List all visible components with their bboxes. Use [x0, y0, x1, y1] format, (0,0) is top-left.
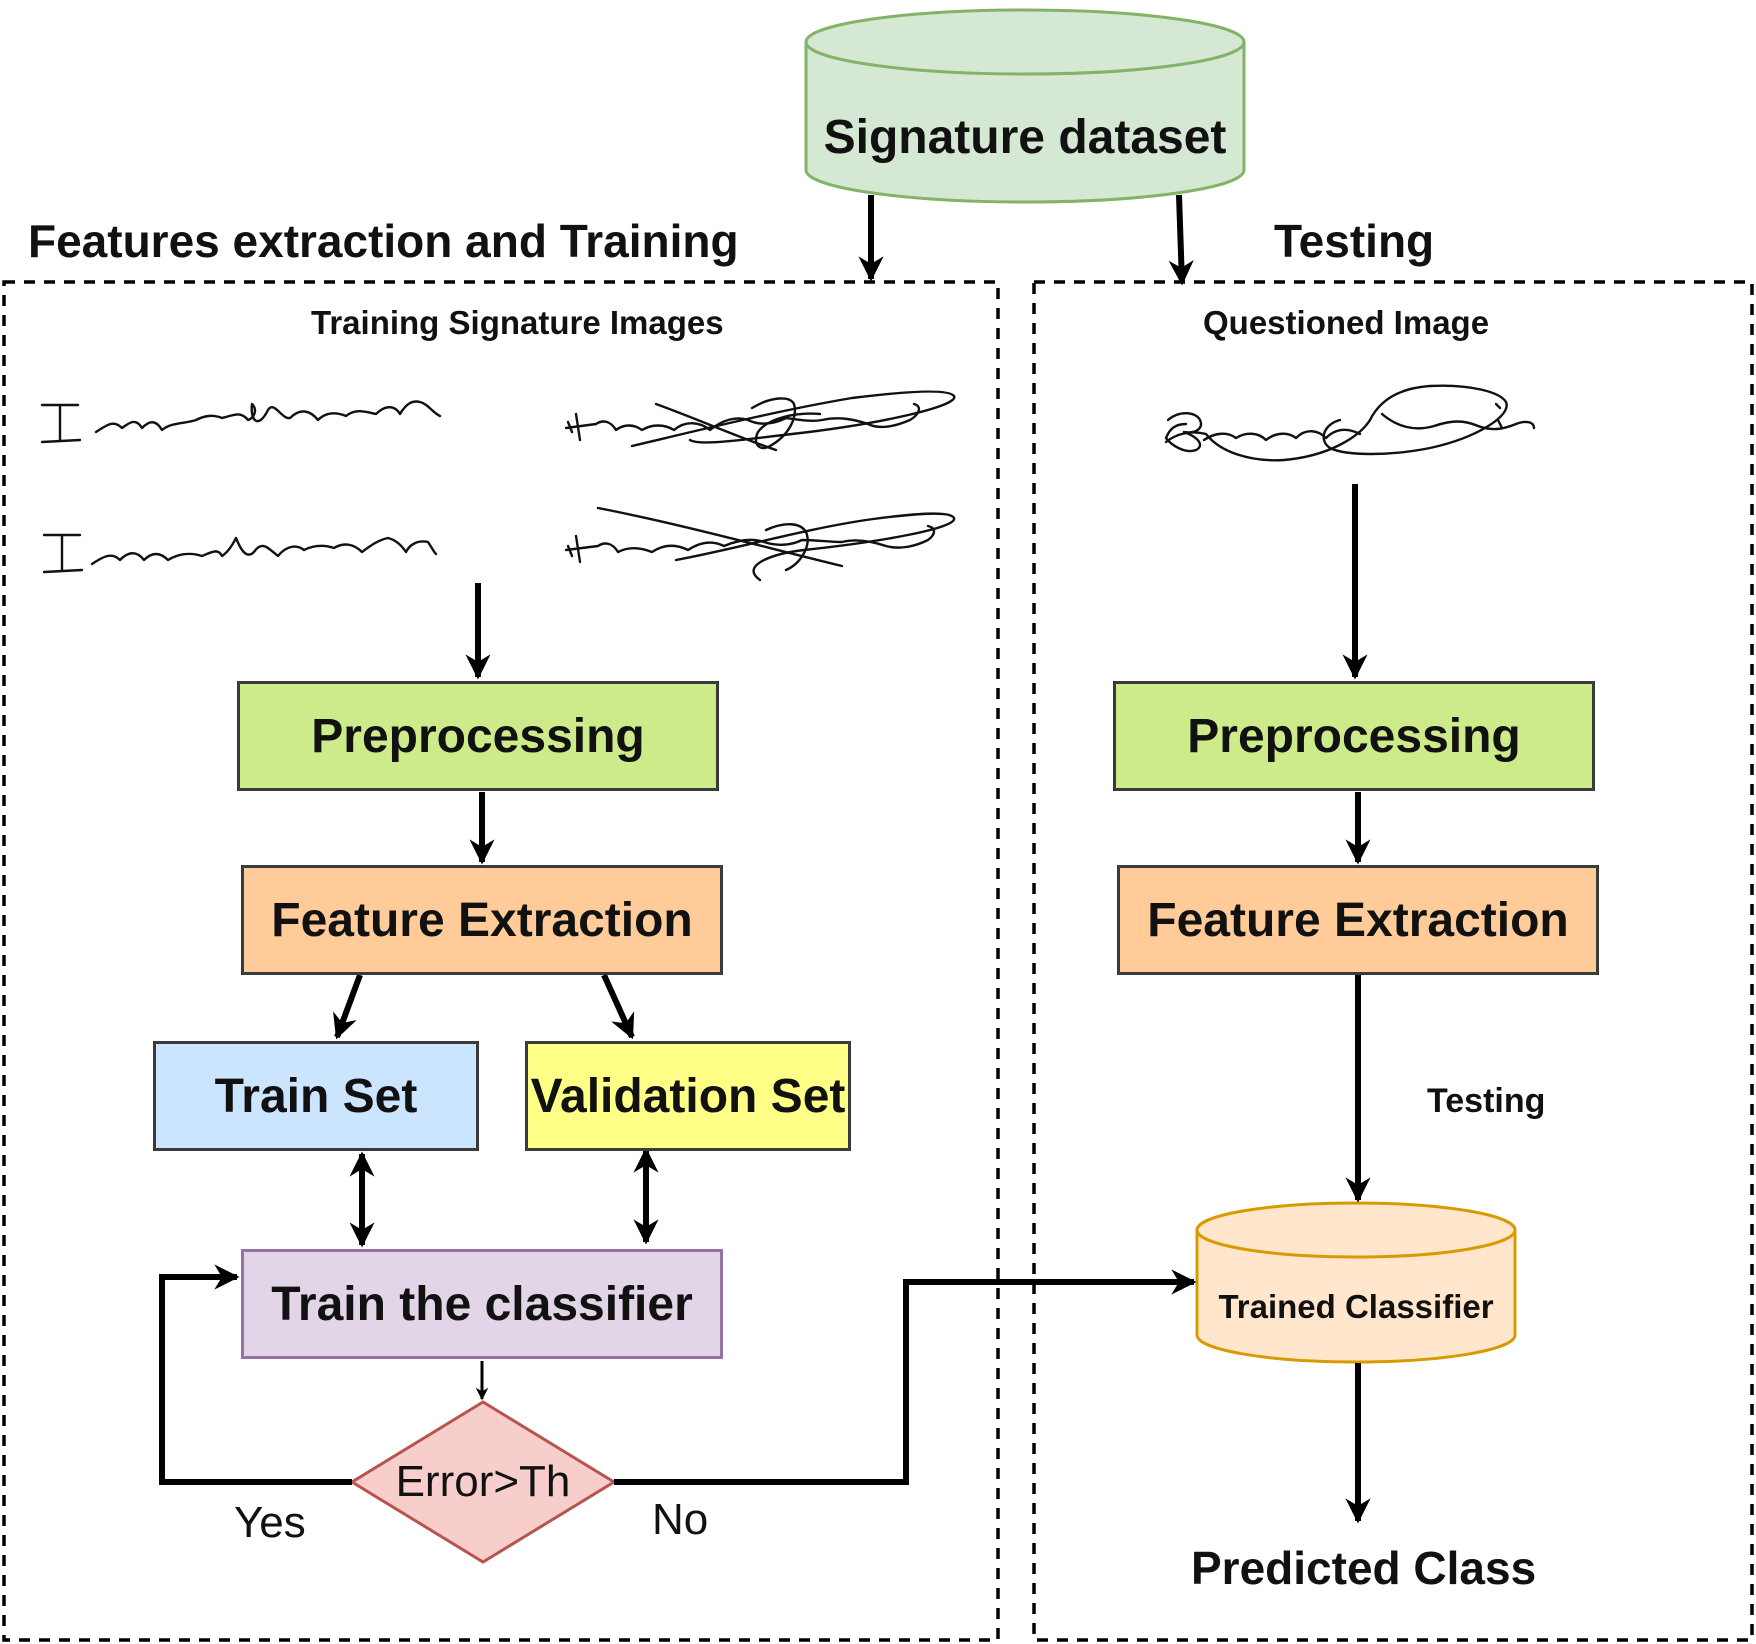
arrow-dataset-to-testing [1168, 194, 1194, 286]
testing-arrow-label: Testing [1427, 1082, 1546, 1120]
preprocessing-box-testing: Preprocessing [1113, 681, 1595, 791]
decision-diamond [349, 1400, 617, 1564]
train-set-box: Train Set [153, 1041, 479, 1151]
arrow-features-to-trainset [333, 973, 363, 1040]
questioned-image-label: Questioned Image [1203, 304, 1490, 341]
feature-extraction-box-testing: Feature Extraction [1117, 865, 1599, 975]
signature-sample-3 [42, 533, 438, 574]
feature-extraction-box-training: Feature Extraction [241, 865, 723, 975]
trained-classifier-label: Trained Classifier [1218, 1288, 1494, 1325]
training-section-title: Features extraction and Training [28, 215, 739, 267]
testing-section-title: Testing [1274, 215, 1435, 267]
no-label: No [652, 1495, 709, 1544]
validation-set-box: Validation Set [525, 1041, 851, 1151]
signature-questioned [1164, 384, 1536, 462]
predicted-class-label: Predicted Class [1191, 1542, 1537, 1594]
arrow-no-to-trained-classifier [614, 1269, 1197, 1485]
training-panel [2, 280, 1000, 1642]
signature-dataset-cylinder [804, 8, 1246, 204]
signature-sample-1 [40, 400, 442, 444]
signature-sample-4 [564, 506, 956, 582]
decision-label: Error>Th [395, 1457, 571, 1506]
yes-label: Yes [234, 1498, 306, 1547]
signature-dataset-label: Signature dataset [823, 110, 1227, 164]
arrow-yes-loop [159, 1264, 352, 1485]
train-classifier-box: Train the classifier [241, 1249, 723, 1359]
preprocessing-box-training: Preprocessing [237, 681, 719, 791]
training-images-label: Training Signature Images [311, 304, 724, 341]
arrow-features-to-valset [601, 973, 635, 1040]
trained-classifier-cylinder [1195, 1201, 1517, 1364]
signature-sample-2 [564, 390, 956, 452]
